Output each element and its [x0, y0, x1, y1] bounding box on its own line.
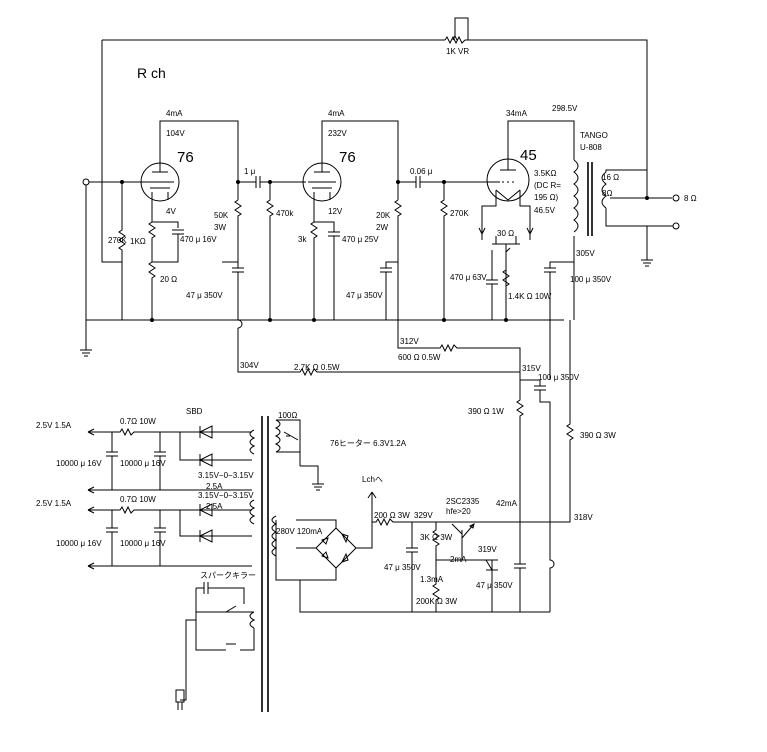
power-plug-icon [175, 689, 185, 703]
input-section [80, 178, 146, 357]
r07a-label: 0.7Ω 10W [120, 417, 156, 426]
tube-v2-label: 76 [339, 149, 356, 166]
tap1-label: 3.15V−0−3.15V [198, 471, 254, 480]
v3-current: 34mA [506, 109, 528, 118]
v2-current: 4mA [328, 109, 345, 118]
v305-label: 305V [576, 249, 595, 258]
v3-plate-voltage: 298.5V [552, 104, 578, 113]
r100-label: 100Ω [278, 411, 297, 420]
heater76-label: 76ヒーター 6.3V1.2A [330, 439, 407, 448]
r390-1-label: 390 Ω 1W [468, 407, 504, 416]
sbd-label: SBD [186, 407, 203, 416]
ground-icon [641, 259, 653, 267]
tube-v1-icon [140, 162, 180, 202]
opt-name: TANGO [580, 131, 608, 140]
tube-v3-icon [486, 158, 530, 202]
c-couple2-label: 0.06 μ [410, 167, 433, 176]
transistor-q-icon [451, 523, 475, 542]
r270k-label: 270K [450, 209, 469, 218]
lch-label: Lchへ [362, 475, 383, 484]
transistor-label: 2SC2335 [446, 497, 480, 506]
input-jack-icon[interactable] [82, 178, 90, 186]
r3k-label: 3k [298, 235, 307, 244]
c470-16-label: 470 μ 16V [180, 235, 217, 244]
z319-label: 319V [478, 545, 497, 554]
feedback-loop [101, 17, 648, 263]
r470k-label: 470k [276, 209, 294, 218]
v1-current: 4mA [166, 109, 183, 118]
r20k-w-label: 2W [376, 223, 388, 232]
r200-label: 200 Ω 3W [374, 511, 410, 520]
output-transformer-icon [573, 159, 647, 236]
power-transformer-icon [249, 416, 281, 712]
out25a-label: 2.5V 1.5A [36, 421, 72, 430]
out25b-label: 2.5V 1.5A [36, 499, 72, 508]
v304-label: 304V [240, 361, 259, 370]
c47-1-label: 47 μ 350V [186, 291, 223, 300]
sec280-label: 280V 120mA [276, 527, 323, 536]
c47-4-label: 47 μ 350V [476, 581, 513, 590]
v1-plate-voltage: 104V [166, 129, 185, 138]
hfe-label: hfe>20 [446, 507, 471, 516]
c10000a-label: 10000 μ 16V [56, 459, 102, 468]
r50k-w-label: 3W [214, 223, 226, 232]
c470-25-label: 470 μ 25V [342, 235, 379, 244]
c47-2-label: 47 μ 350V [346, 291, 383, 300]
r1k-label: 1KΩ [130, 237, 146, 246]
speaker-out-gnd-icon[interactable] [672, 222, 680, 230]
c10000b-label: 10000 μ 16V [120, 459, 166, 468]
opt-model: U-808 [580, 143, 602, 152]
i2-label: 2mA [450, 555, 467, 564]
opt-z1: 3.5KΩ [534, 169, 556, 178]
c100-1-label: 100 μ 350V [570, 275, 612, 284]
speaker-out-8-icon[interactable] [672, 194, 680, 202]
r600-label: 600 Ω 0.5W [398, 353, 441, 362]
r1-4k-label: 1.4K Ω 10W [508, 292, 552, 301]
v2-cathode-voltage: 12V [328, 207, 343, 216]
r390-3-label: 390 Ω 3W [580, 431, 616, 440]
i42-label: 42mA [496, 499, 518, 508]
spark-label: スパークキラー [200, 571, 256, 580]
opt-z2: (DC R= [534, 181, 561, 190]
tap2-label: 3.15V−0−3.15V [198, 491, 254, 500]
c100-2-label: 100 μ 350V [538, 373, 580, 382]
r2-7k-label: 2.7K Ω 0.5W [294, 363, 340, 372]
vr-label: 1K VR [446, 47, 469, 56]
tube-v1-label: 76 [177, 149, 194, 166]
c10000c-label: 10000 μ 16V [56, 539, 102, 548]
v2-plate-voltage: 232V [328, 129, 347, 138]
r270k-grid-label: 270K [108, 236, 127, 245]
v312-label: 312V [400, 337, 419, 346]
r07b-label: 0.7Ω 10W [120, 495, 156, 504]
r20k-label: 20K [376, 211, 391, 220]
v1-cathode-voltage: 4V [166, 207, 176, 216]
c47-3-label: 47 μ 350V [384, 563, 421, 572]
ground-icon [80, 349, 92, 357]
r30-label: 30 Ω [497, 229, 514, 238]
sec8-label: 8Ω [602, 189, 612, 198]
c10000d-label: 10000 μ 16V [120, 539, 166, 548]
v318-label: 318V [574, 513, 593, 522]
c-couple1-label: 1 μ [244, 167, 256, 176]
tap2a-label: 2.5A [206, 502, 223, 511]
sec16-label: 16 Ω [602, 173, 619, 182]
v329-label: 329V [414, 511, 433, 520]
v3-cathode-voltage: 46.5V [534, 206, 556, 215]
out8-label: 8 Ω [684, 194, 697, 203]
v315-label: 315V [522, 364, 541, 373]
channel-title: R ch [137, 65, 166, 81]
r3k3w-label: 3K Ω 3W [420, 533, 453, 542]
r20-label: 20 Ω [160, 275, 177, 284]
i1-3-label: 1.3mA [420, 575, 444, 584]
tube-v3-label: 45 [520, 147, 537, 164]
c470-63-label: 470 μ 63V [450, 273, 487, 282]
opt-z3: 195 Ω) [534, 193, 559, 202]
tube-v2-icon [302, 162, 342, 202]
r200k-label: 200K Ω 3W [416, 597, 458, 606]
r50k-label: 50K [214, 211, 229, 220]
tap1a-label: 2.5A [206, 482, 223, 491]
